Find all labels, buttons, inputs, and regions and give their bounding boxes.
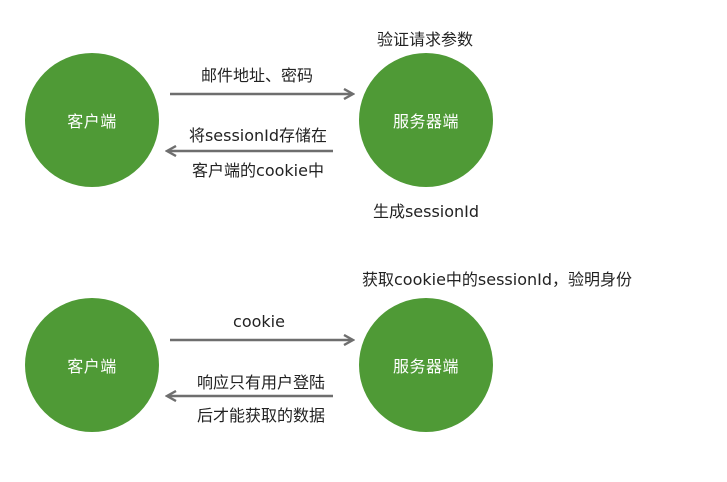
- client-node: 客户端: [25, 53, 159, 187]
- server-note-top: 获取cookie中的sessionId，验明身份: [361, 270, 633, 289]
- client-label: 客户端: [67, 357, 117, 376]
- server-label: 服务器端: [392, 112, 459, 131]
- request-label: cookie: [233, 312, 285, 331]
- response-label-line1: 响应只有用户登陆: [196, 373, 326, 392]
- response-label-line2: 后才能获取的数据: [196, 406, 326, 425]
- server-note-bottom: 生成sessionId: [372, 202, 480, 221]
- response-label-line1: 将sessionId存储在: [188, 126, 328, 145]
- client-label: 客户端: [67, 112, 117, 131]
- server-note-top: 验证请求参数: [376, 30, 474, 49]
- server-label: 服务器端: [392, 357, 459, 376]
- client-node: 客户端: [25, 298, 159, 432]
- request-label: 邮件地址、密码: [200, 66, 314, 85]
- server-node: 服务器端: [359, 298, 493, 432]
- response-label-line2: 客户端的cookie中: [192, 161, 324, 180]
- server-node: 服务器端: [359, 53, 493, 187]
